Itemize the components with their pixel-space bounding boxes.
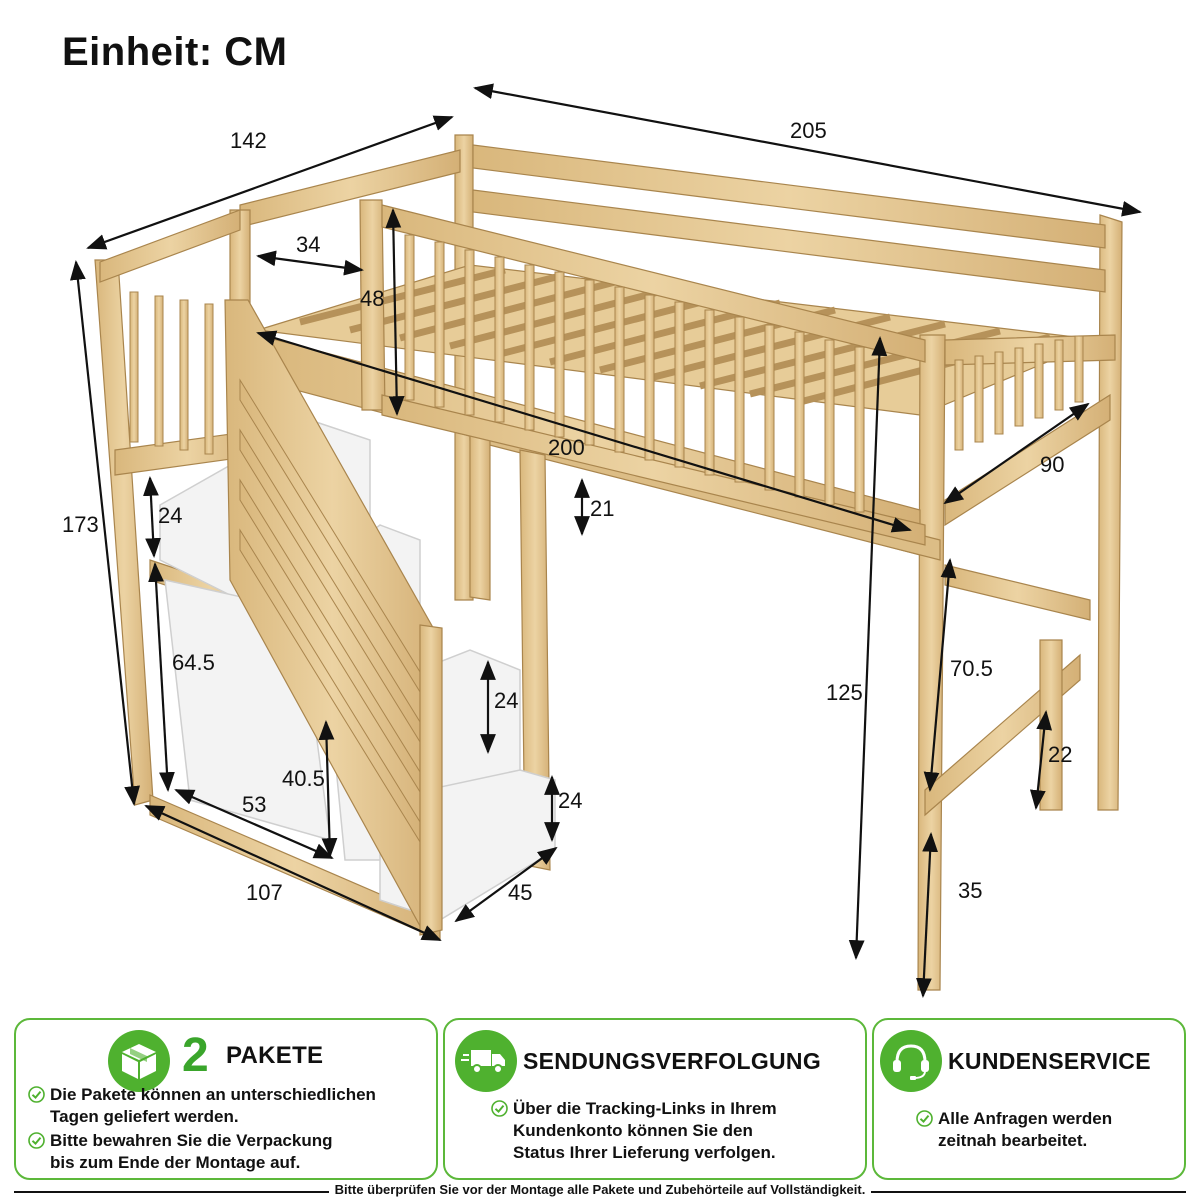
packages-bullet-2: Bitte bewahren Sie die Verpackung bis zu… [28,1130,332,1174]
package-box-icon [108,1030,170,1092]
dim-64-5-label: 64.5 [172,650,215,675]
dim-48-label: 48 [360,286,384,311]
tracking-title: SENDUNGSVERFOLGUNG [523,1048,822,1074]
footer-note: Bitte überprüfen Sie vor der Montage all… [0,1182,1200,1200]
dim-205-label: 205 [790,118,827,143]
packages-title: PAKETE [226,1042,324,1069]
check-circle-icon [28,1086,45,1103]
dim-22-label: 22 [1048,742,1072,767]
tracking-panel: SENDUNGSVERFOLGUNG Über die Tracking-Lin… [443,1018,867,1180]
headset-icon [880,1030,942,1092]
check-circle-icon [28,1132,45,1149]
dim-35-label: 35 [958,878,982,903]
packages-panel: 2 PAKETE Die Pakete können an unterschie… [14,1018,438,1180]
bed-frame [94,134,1123,991]
dim-24c-label: 24 [558,788,582,813]
dim-107-label: 107 [246,880,283,905]
dim-142-label: 142 [230,128,267,153]
service-bullet-1: Alle Anfragen werden zeitnah bearbeitet. [916,1108,1112,1152]
dim-34-label: 34 [296,232,320,257]
dim-24a-label: 24 [158,503,182,528]
dim-125-label: 125 [826,680,863,705]
dim-45-label: 45 [508,880,532,905]
dim-70-5-label: 70.5 [950,656,993,681]
unit-label: Einheit: CM [62,30,288,74]
packages-bullet-1: Die Pakete können an unterschiedlichen T… [28,1084,376,1128]
check-circle-icon [916,1110,933,1127]
dim-24b-label: 24 [494,688,518,713]
package-count: 2 [182,1029,209,1082]
dim-173-label: 173 [62,512,99,537]
dimension-lines [70,83,1142,998]
delivery-truck-icon [455,1030,517,1092]
loft-bed-dimension-drawing: 142 205 34 48 173 200 90 24 21 64.5 125 … [62,83,1142,998]
dim-53-label: 53 [242,792,266,817]
tracking-bullet-1: Über die Tracking-Links in Ihrem Kundenk… [491,1098,777,1164]
dim-21-label: 21 [590,496,614,521]
footer-note-text: Bitte überprüfen Sie vor der Montage all… [328,1182,872,1197]
check-circle-icon [491,1100,508,1117]
dim-40-5-label: 40.5 [282,766,325,791]
service-title: KUNDENSERVICE [948,1048,1151,1074]
dim-90-label: 90 [1040,452,1064,477]
service-panel: KUNDENSERVICE Alle Anfragen werden zeitn… [872,1018,1186,1180]
dim-200-label: 200 [548,435,585,460]
